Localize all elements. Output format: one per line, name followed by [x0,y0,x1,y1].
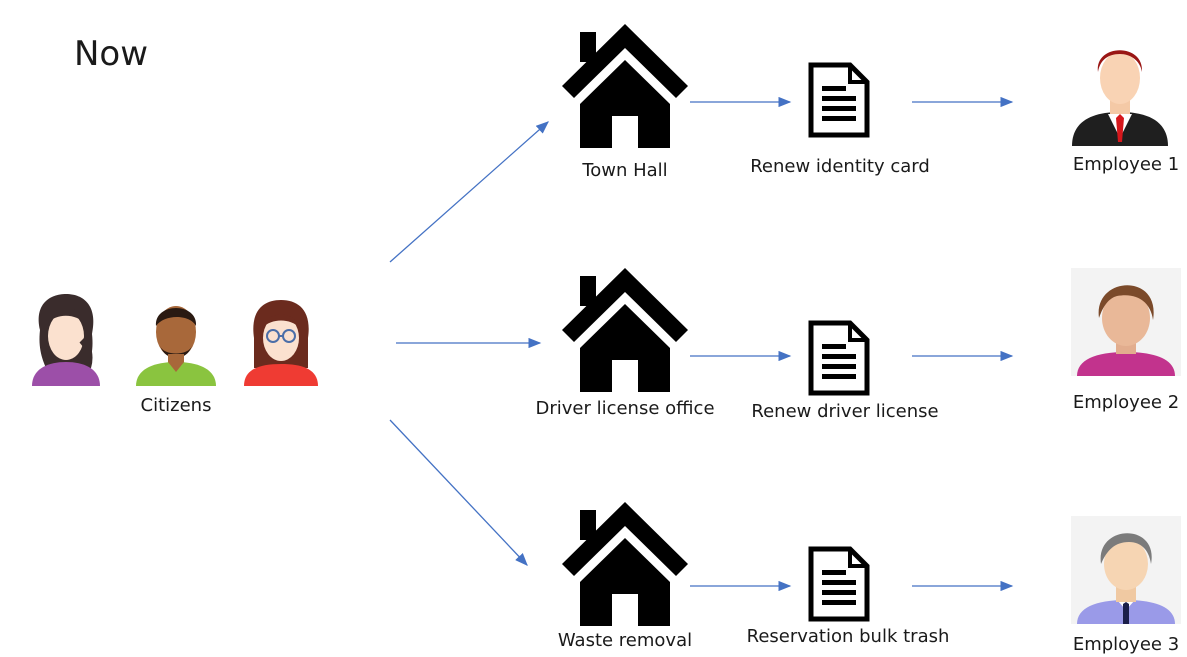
identity-card-document-icon [808,62,870,138]
page-title: Now [74,34,149,74]
service-label-2: Renew driver license [751,401,939,422]
arrow-citizens-to-waste-removal [389,419,528,566]
employee-label-3: Employee 3 [1072,634,1180,655]
driver-license-document-icon [808,320,870,396]
employee-3-avatar-icon [1071,516,1181,624]
office-label-1: Town Hall [582,160,668,181]
employee-label-1: Employee 1 [1072,154,1180,175]
citizen-woman-2-icon [244,300,318,386]
waste-removal-house-icon [562,502,688,626]
bulk-trash-document-icon [808,546,870,622]
citizens-label: Citizens [140,395,212,416]
citizen-man-icon [136,306,216,386]
citizen-woman-1-icon [32,294,100,386]
service-label-1: Renew identity card [750,156,930,177]
town-hall-house-icon [562,24,688,148]
employee-1-avatar-icon [1072,50,1168,146]
employee-2-avatar-icon [1071,268,1181,376]
arrow-citizens-to-town-hall [389,121,549,263]
office-label-2: Driver license office [535,398,715,419]
driver-license-office-house-icon [562,268,688,392]
employee-label-2: Employee 2 [1072,392,1180,413]
service-label-3: Reservation bulk trash [746,626,950,647]
office-label-3: Waste removal [557,630,693,651]
